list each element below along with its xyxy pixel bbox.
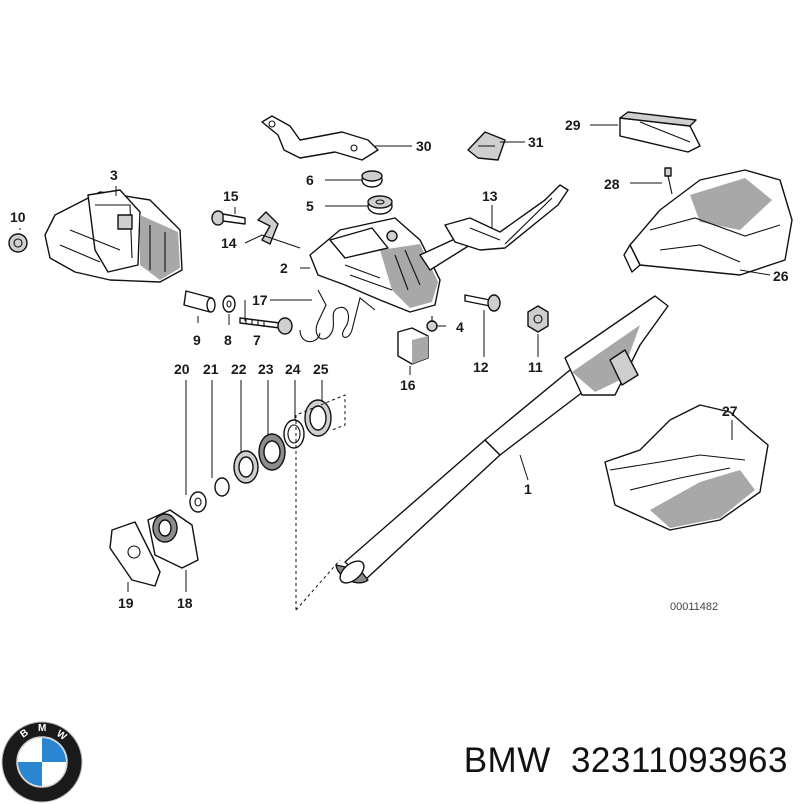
part-2-bracket: [309, 217, 479, 313]
part-19-gasket: [109, 521, 161, 587]
part-25-bushing: [304, 399, 332, 437]
callout-3: 3: [110, 167, 118, 183]
brand-name: BMW: [463, 741, 551, 780]
part-8-washer: [222, 295, 236, 313]
callout-19: 19: [118, 595, 134, 611]
part-28-screw: [664, 167, 673, 195]
callout-labels: 3 10 9 8 7 17 2 15 14 6 5 30 31 13 4 16 …: [10, 117, 789, 613]
diagram-reference-code: 00011482: [670, 601, 718, 613]
part-31-clip: [467, 131, 506, 161]
part-20-washer: [189, 491, 207, 513]
callout-14: 14: [221, 235, 237, 251]
callout-4: 4: [456, 319, 464, 335]
callout-27: 27: [722, 403, 738, 419]
callout-29: 29: [565, 117, 581, 133]
callout-17: 17: [252, 292, 268, 308]
callout-20: 20: [174, 361, 190, 377]
callout-24: 24: [285, 361, 301, 377]
callout-31: 31: [528, 134, 544, 150]
callout-8: 8: [224, 332, 232, 348]
callout-21: 21: [203, 361, 219, 377]
leader-lines: [19, 124, 771, 592]
callout-7: 7: [253, 332, 261, 348]
part-29-trim: [619, 111, 701, 153]
part-16-block: [397, 327, 429, 365]
callout-16: 16: [400, 377, 416, 393]
assembly-outline: [295, 394, 346, 611]
bmw-logo: B M W: [1, 721, 83, 803]
part-7-bolt: [239, 317, 293, 335]
callout-5: 5: [306, 198, 314, 214]
footer: B M W BMW 32311093963: [0, 700, 800, 803]
part-24-ring: [283, 419, 305, 449]
part-14-clip: [257, 211, 279, 245]
part-30-plate: [261, 115, 379, 161]
callout-18: 18: [177, 595, 193, 611]
part-12-bolt: [464, 294, 501, 312]
callout-12: 12: [473, 359, 489, 375]
callout-1: 1: [524, 481, 532, 497]
callout-25: 25: [313, 361, 329, 377]
callout-10: 10: [10, 209, 26, 225]
callout-6: 6: [306, 172, 314, 188]
callout-30: 30: [416, 138, 432, 154]
part-6-mount: [361, 170, 383, 188]
callout-22: 22: [231, 361, 247, 377]
part-13-lever: [444, 184, 569, 251]
part-23-gear: [258, 433, 286, 471]
part-4-screw: [426, 316, 438, 332]
callout-11: 11: [528, 359, 543, 375]
part-26-upper-cover: [623, 169, 793, 276]
callout-28: 28: [604, 176, 620, 192]
part-15-bolt: [211, 210, 246, 226]
part-1-column-tube: [335, 295, 669, 584]
part-number: 32311093963: [570, 741, 788, 780]
callout-9: 9: [193, 332, 201, 348]
part-17-spring: [299, 289, 376, 343]
part-18-bearing-bracket: [147, 509, 199, 569]
callout-2: 2: [280, 260, 288, 276]
svg-text:M: M: [38, 723, 46, 734]
part-10-nut: [8, 233, 28, 253]
part-11-nut: [527, 305, 549, 333]
callout-15: 15: [223, 188, 239, 204]
part-9-sleeve: [183, 290, 216, 313]
part-22-bearing: [233, 450, 259, 484]
footer-caption: BMW 32311093963: [464, 741, 788, 781]
part-27-lower-cover: [604, 404, 769, 531]
callout-13: 13: [482, 188, 498, 204]
part-5-mount: [367, 195, 393, 215]
part-21-ring: [214, 477, 230, 497]
part-3-lock-housing: [44, 189, 183, 283]
callout-23: 23: [258, 361, 274, 377]
callout-26: 26: [773, 268, 789, 284]
